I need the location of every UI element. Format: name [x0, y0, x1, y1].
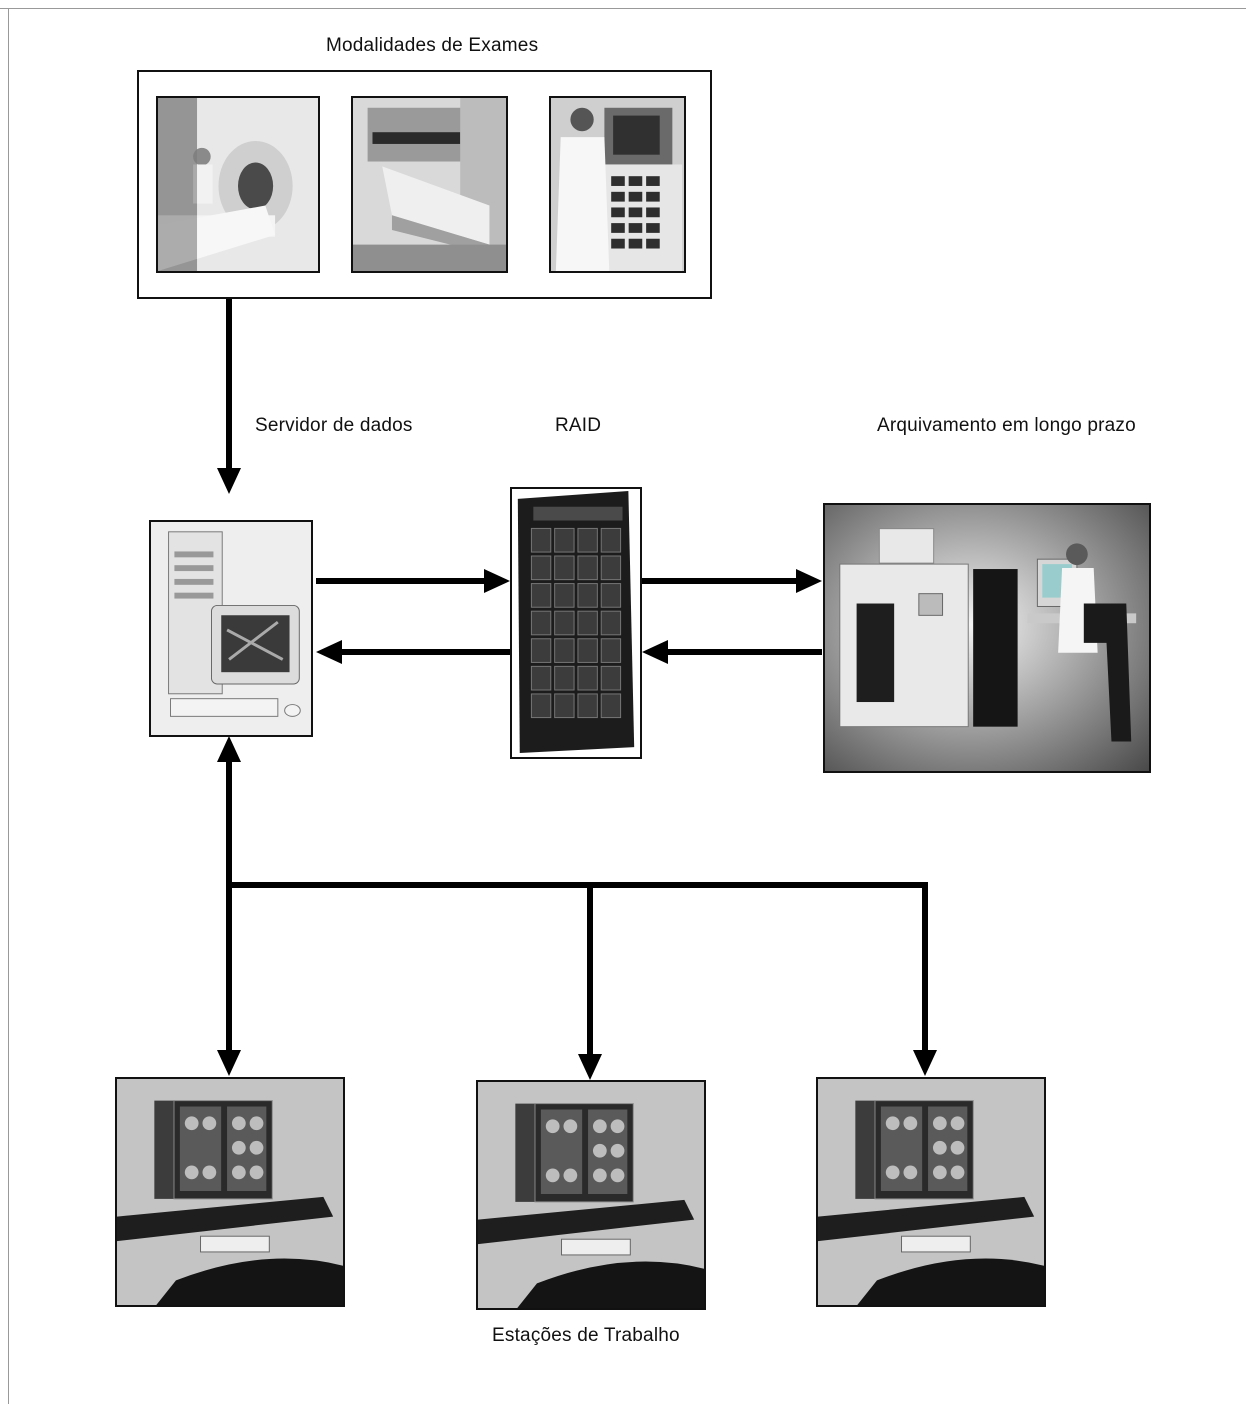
archive-image [823, 503, 1151, 773]
mri-scanner-image [351, 96, 508, 273]
technician-console-image [549, 96, 686, 273]
workstation-image-3 [816, 1077, 1046, 1307]
archive-label: Arquivamento em longo prazo [877, 415, 1136, 436]
workstation-image-2 [476, 1080, 706, 1310]
arrowhead-left-raid [642, 640, 668, 664]
arrowhead-down-ws1 [217, 1050, 241, 1076]
arrowhead-down-server [217, 468, 241, 494]
ct-scanner-image [156, 96, 320, 273]
arrowhead-down-ws2 [578, 1054, 602, 1080]
server-image [149, 520, 313, 737]
frame-left-border [8, 8, 9, 1404]
arrowhead-left-server [316, 640, 342, 664]
raid-label: RAID [555, 415, 602, 436]
frame-top-border [0, 8, 1246, 9]
modalities-title: Modalidades de Exames [326, 35, 539, 56]
arrowhead-right-archive [796, 569, 822, 593]
arrowhead-right-raid [484, 569, 510, 593]
workstations-label: Estações de Trabalho [492, 1325, 680, 1346]
arrowhead-down-ws3 [913, 1050, 937, 1076]
raid-image [510, 487, 642, 759]
arrowhead-up-server [217, 736, 241, 762]
server-label: Servidor de dados [255, 415, 413, 436]
workstation-image-1 [115, 1077, 345, 1307]
